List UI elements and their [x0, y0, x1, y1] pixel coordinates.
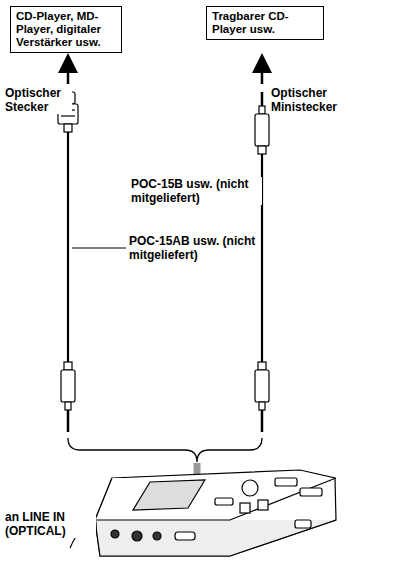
arrow — [261, 63, 264, 84]
box-text: CD-Player, MD-Player, digitaler Verstärk… — [16, 10, 116, 49]
part-label: Optischer Ministecker — [270, 86, 352, 114]
mini-plug — [61, 362, 75, 432]
md-recorder — [70, 470, 336, 556]
bracket — [68, 438, 262, 462]
part-label: an LINE IN (OPTICAL) — [4, 510, 96, 538]
cable — [67, 132, 69, 362]
part-label: Optischer Stecker — [4, 86, 72, 114]
arrow — [67, 63, 70, 84]
part-label: POC-15B usw. (nicht mitgeliefert) — [130, 177, 262, 205]
box-text: Tragbarer CD-Player usw. — [212, 10, 318, 36]
leader-line — [72, 248, 126, 249]
part-label: POC-15AB usw. (nicht mitgeliefert) — [128, 234, 260, 262]
mini-plug — [255, 92, 269, 154]
device-box: Tragbarer CD-Player usw. — [206, 6, 324, 40]
mini-plug — [255, 362, 269, 432]
device-box: CD-Player, MD-Player, digitaler Verstärk… — [10, 6, 122, 53]
